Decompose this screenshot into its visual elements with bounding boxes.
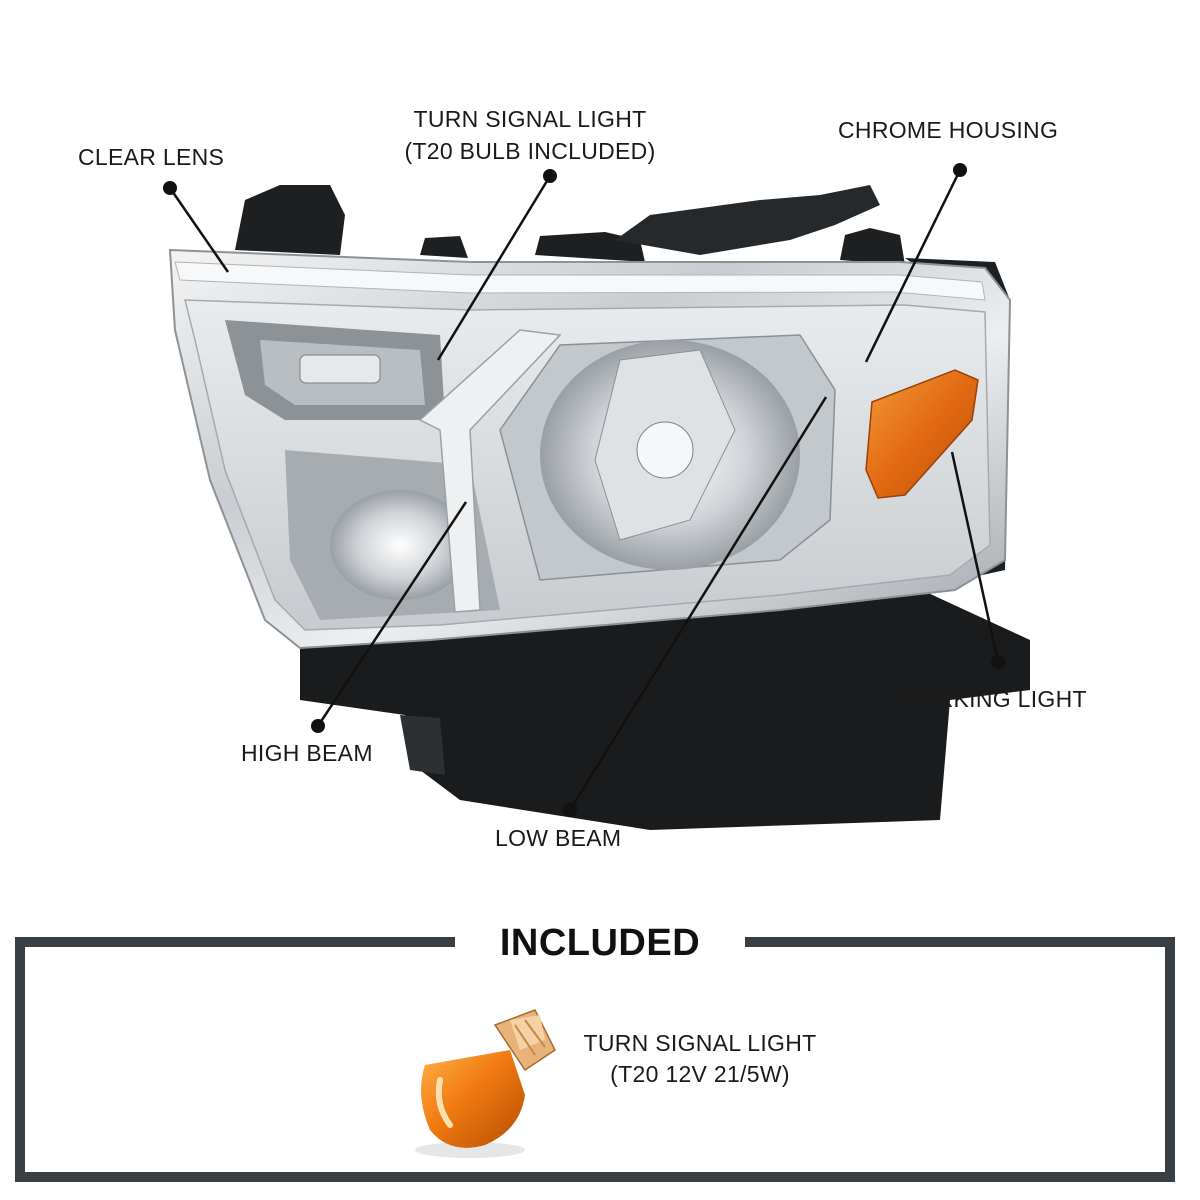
callout-low-beam: LOW BEAM <box>495 825 622 851</box>
callout-clear-lens: CLEAR LENS <box>78 144 225 170</box>
included-item-label: TURN SIGNAL LIGHT (T20 12V 21/5W) <box>560 1028 840 1090</box>
parking-light-lens <box>865 369 979 499</box>
callout-parking-light: PARKING LIGHT <box>907 686 1087 712</box>
leader-lines <box>168 169 1000 811</box>
callout-turn-signal: TURN SIGNAL LIGHT (T20 BULB INCLUDED) <box>385 103 675 167</box>
lower-bracket <box>300 580 1030 830</box>
leader-dots <box>163 163 1005 817</box>
callout-chrome-housing: CHROME HOUSING <box>838 117 1059 143</box>
turn-signal-module <box>225 320 445 420</box>
callout-turn-signal-line1: TURN SIGNAL LIGHT <box>413 106 647 132</box>
t20-bulb-icon <box>415 1009 556 1158</box>
headlight-diagram <box>163 163 1030 830</box>
included-item-line2: (T20 12V 21/5W) <box>610 1061 790 1087</box>
included-item-line1: TURN SIGNAL LIGHT <box>583 1030 817 1056</box>
clear-lens <box>174 261 986 301</box>
callout-turn-signal-line2: (T20 BULB INCLUDED) <box>404 138 656 164</box>
callout-high-beam: HIGH BEAM <box>241 740 373 766</box>
low-beam-module <box>540 340 800 570</box>
included-title: INCLUDED <box>455 918 745 968</box>
